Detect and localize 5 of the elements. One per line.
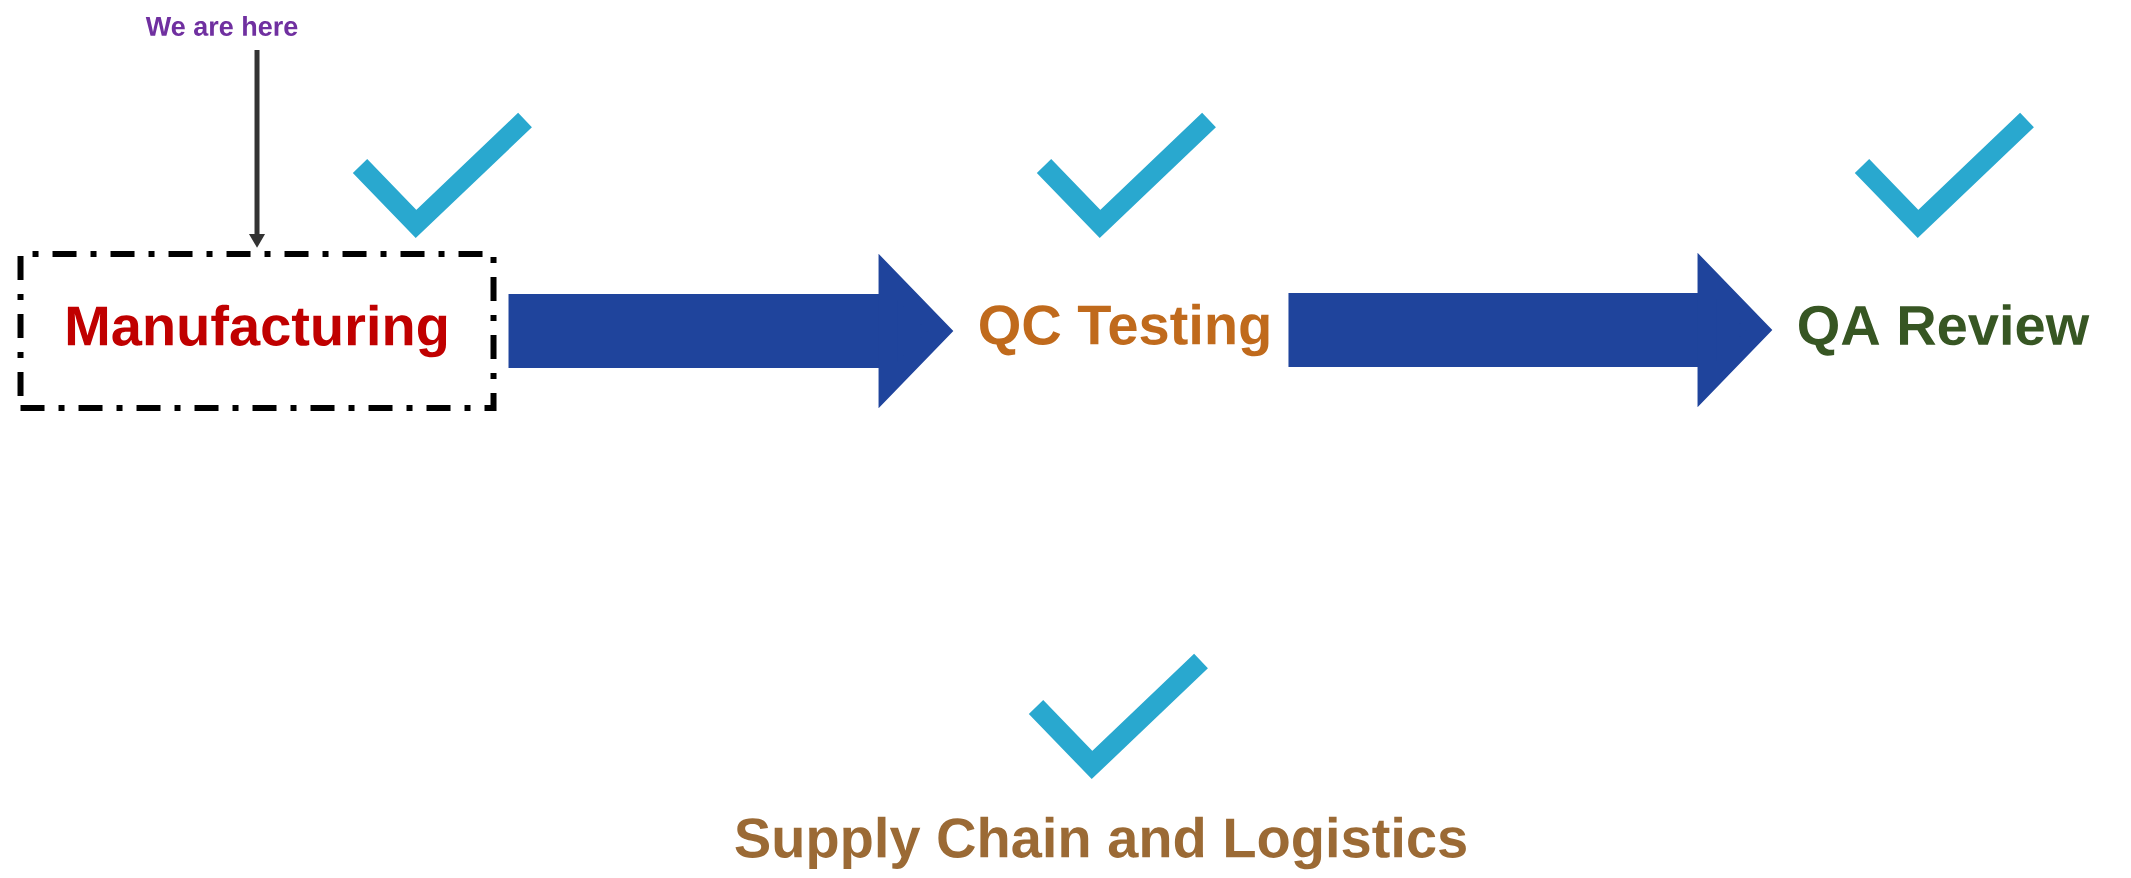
callout-text: We are here — [145, 16, 298, 36]
node-label: Supply Chain and Logistics — [735, 816, 1466, 870]
node-label: QA Review — [1799, 304, 2090, 356]
node-label: QC Testing — [980, 303, 1269, 357]
process-box: Manufacturing — [17, 251, 497, 411]
